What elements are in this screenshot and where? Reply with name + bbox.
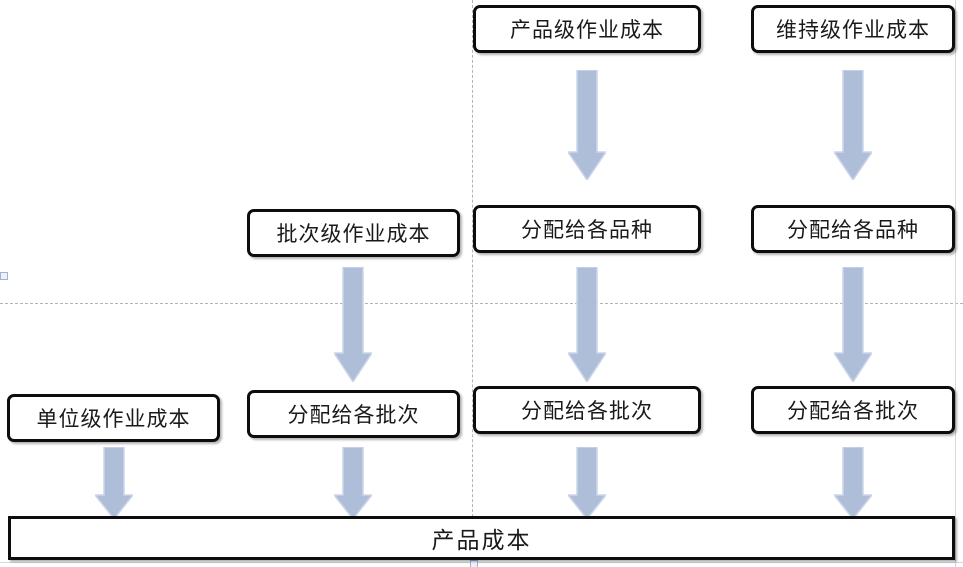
- frame-right-edge: [955, 0, 956, 567]
- node-product-allocate-to-varieties[interactable]: 分配给各品种: [473, 205, 701, 253]
- horizontal-guide-line: [0, 303, 963, 304]
- node-sustaining-allocate-to-varieties[interactable]: 分配给各品种: [751, 205, 955, 253]
- node-batch-allocate-to-batches[interactable]: 分配给各批次: [247, 390, 460, 438]
- arrow-batch-alloc-to-total: [334, 447, 372, 519]
- node-product-allocate-to-batches[interactable]: 分配给各批次: [473, 386, 701, 434]
- node-unit-level-activity-cost[interactable]: 单位级作业成本: [7, 394, 220, 442]
- arrow-product-varieties-to-batches: [568, 267, 606, 382]
- selection-handle-left[interactable]: [0, 272, 8, 280]
- arrow-sustaining-activity-to-varieties: [834, 70, 872, 180]
- arrow-sustaining-varieties-to-batches: [834, 267, 872, 382]
- arrow-unit-to-total: [95, 447, 133, 519]
- vertical-guide-line: [472, 0, 473, 567]
- arrow-product-activity-to-varieties: [568, 70, 606, 180]
- arrow-batch-to-batch-alloc: [334, 267, 372, 382]
- arrow-product-batches-to-total: [568, 447, 606, 519]
- arrow-sustaining-batches-to-total: [834, 447, 872, 519]
- node-batch-level-activity-cost[interactable]: 批次级作业成本: [247, 209, 460, 257]
- node-product-level-activity-cost[interactable]: 产品级作业成本: [473, 5, 701, 53]
- node-sustaining-allocate-to-batches[interactable]: 分配给各批次: [751, 386, 955, 434]
- node-sustaining-level-activity-cost[interactable]: 维持级作业成本: [751, 5, 955, 53]
- selection-handle-bottom[interactable]: [470, 560, 478, 567]
- frame-bottom-edge: [0, 562, 963, 563]
- node-product-total-cost[interactable]: 产品成本: [8, 516, 955, 560]
